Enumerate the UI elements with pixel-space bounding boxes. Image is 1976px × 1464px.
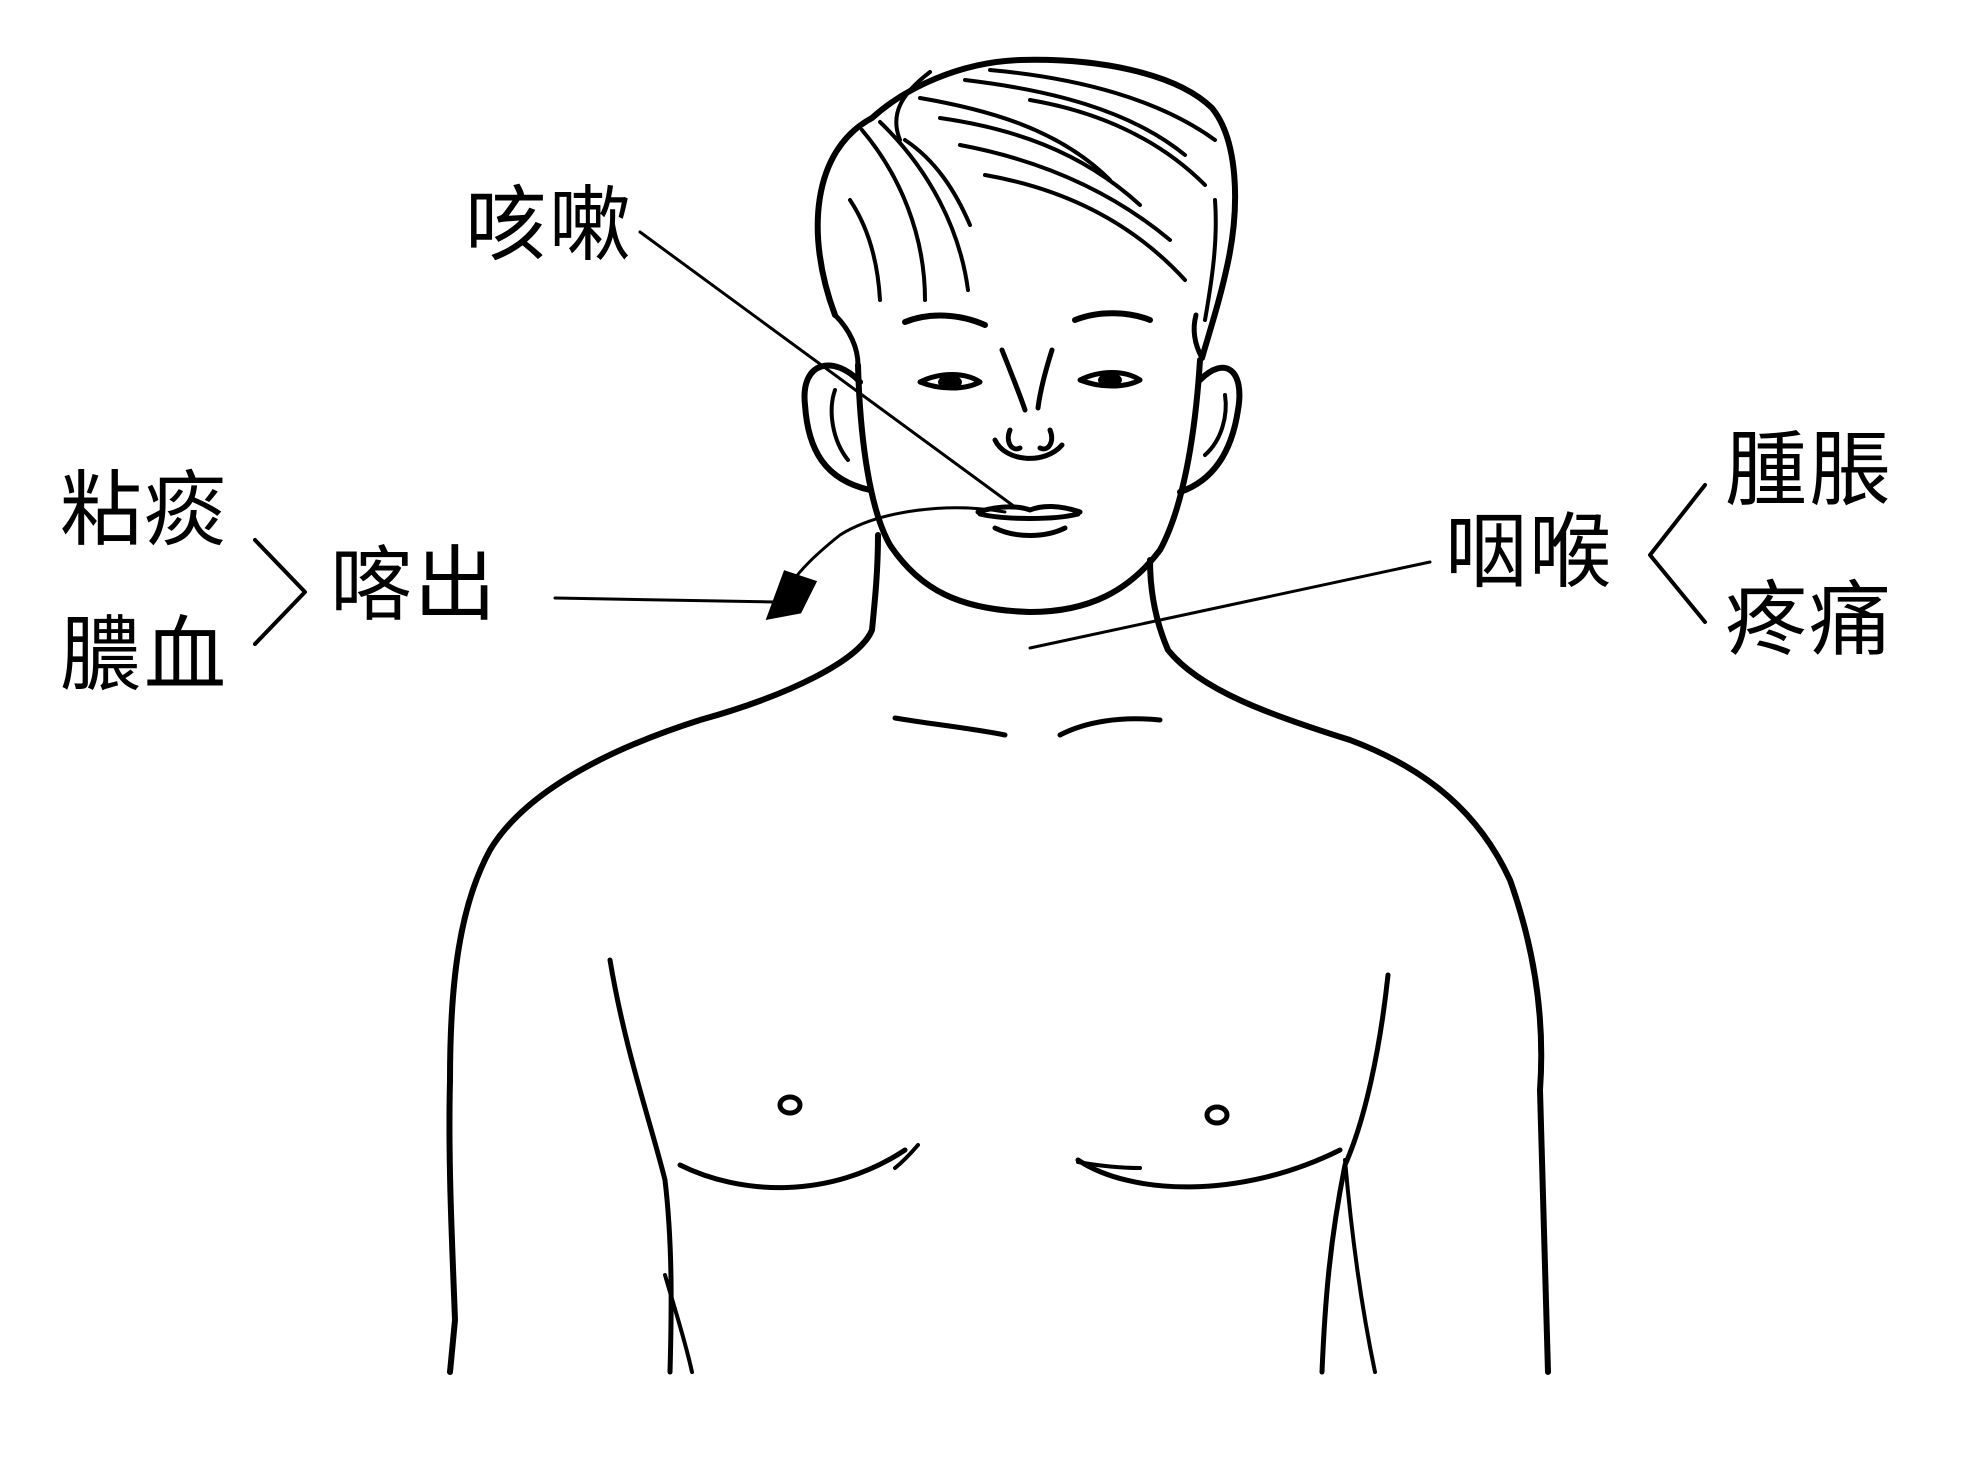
right-torso-inner (1343, 1158, 1377, 1374)
left-torso-inner (663, 1273, 694, 1374)
hair (814, 56, 1239, 368)
label-swelling: 腫脹 (1725, 423, 1894, 518)
expectorate-pointer-line (553, 596, 777, 604)
left-pectoral (677, 1147, 908, 1191)
label-throat: 咽喉 (1445, 505, 1614, 600)
label-pus-blood: 膿血 (60, 608, 229, 703)
chest-mark-right (1076, 1160, 1142, 1170)
label-expectorate: 喀出 (330, 538, 499, 633)
right-arm (1537, 1087, 1551, 1375)
label-pain: 疼痛 (1725, 573, 1894, 668)
right-nipple (1204, 1104, 1230, 1126)
neck-right (1147, 557, 1545, 1093)
right-pectoral (1075, 1147, 1343, 1190)
left-torso (607, 957, 674, 1375)
left-arm (446, 1077, 458, 1375)
chest-mark-left (893, 1143, 920, 1170)
human-figure (446, 56, 1551, 1375)
right-ear (1177, 364, 1243, 495)
right-ear-inner (1203, 393, 1228, 457)
left-bracket (253, 538, 307, 646)
label-cough: 咳嗽 (465, 178, 634, 273)
right-torso (1319, 972, 1391, 1375)
neck-left (447, 532, 881, 1083)
annotation-lines (253, 230, 1707, 650)
right-eyebrow (1072, 310, 1153, 323)
eyes (917, 370, 1143, 391)
arrow-head (765, 570, 818, 620)
expectorate-arrow-curve (788, 506, 1007, 587)
left-ear (801, 362, 873, 493)
label-sticky-phlegm: 粘痰 (60, 463, 229, 558)
right-collarbone (1057, 716, 1163, 738)
throat-pointer-line (1028, 560, 1432, 650)
left-eyebrow (902, 312, 988, 328)
left-ear-inner (829, 388, 850, 462)
left-collarbone (892, 715, 1008, 738)
mouth (975, 504, 1083, 538)
right-bracket (1648, 483, 1707, 624)
left-nipple (777, 1094, 803, 1116)
nose (992, 347, 1065, 461)
cough-pointer-line (638, 230, 1017, 509)
